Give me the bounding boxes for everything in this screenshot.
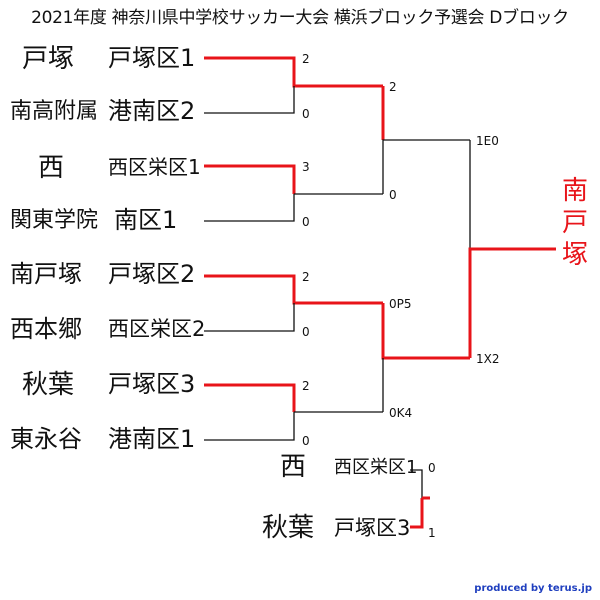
- bracket-line: [382, 139, 470, 194]
- credit-text: produced by terus.jp: [474, 583, 592, 594]
- score: 0: [302, 325, 310, 339]
- score: 0: [302, 434, 310, 448]
- team-district: 戸塚区1: [108, 44, 196, 72]
- score: 0: [428, 461, 436, 475]
- bracket-line-win: [204, 164, 296, 194]
- bracket-line: [204, 86, 295, 114]
- team-name: 秋葉: [22, 370, 75, 400]
- team-district: 南区1: [114, 206, 178, 234]
- bracket-line: [204, 194, 295, 222]
- team-district: 西区栄区1: [108, 155, 201, 179]
- score: 2: [302, 52, 310, 66]
- bracket-line-win: [381, 303, 470, 360]
- score: 2: [302, 270, 310, 284]
- team-district: 戸塚区2: [108, 260, 196, 288]
- team-name: 戸塚: [22, 44, 75, 74]
- bracket-line-win: [204, 383, 296, 412]
- score: 0: [302, 107, 310, 121]
- score: 1E0: [476, 134, 499, 148]
- third-team-district: 西区栄区1: [334, 457, 418, 478]
- score: 3: [302, 160, 310, 174]
- score: 0P5: [389, 297, 412, 311]
- score: 1X2: [476, 352, 500, 366]
- bracket-line: [204, 303, 295, 332]
- team-name: 南高附属: [10, 99, 99, 124]
- third-team-name: 秋葉: [262, 513, 315, 543]
- score: 2: [389, 80, 397, 94]
- bracket-line-win: [204, 274, 383, 305]
- team-name: 東永谷: [10, 425, 82, 453]
- third-team-name: 西: [280, 452, 307, 482]
- team-district: 戸塚区3: [108, 370, 196, 398]
- champion-name: 南 戸 塚: [561, 176, 588, 270]
- bracket-title: 2021年度 神奈川県中学校サッカー大会 横浜ブロック予選会 Dブロック: [31, 8, 569, 28]
- team-district: 西区栄区2: [108, 317, 206, 341]
- team-name: 関東学院: [10, 208, 99, 233]
- team-name: 西: [38, 153, 65, 183]
- bracket-line-win: [204, 56, 383, 88]
- team-name: 西本郷: [10, 315, 82, 343]
- bracket-line: [204, 412, 295, 441]
- score: 2: [302, 379, 310, 393]
- score: 0: [302, 215, 310, 229]
- team-name: 南戸塚: [10, 260, 82, 288]
- third-team-district: 戸塚区3: [334, 516, 411, 540]
- bracket-line: [410, 469, 423, 498]
- score: 0: [389, 188, 397, 202]
- bracket-line-win: [410, 498, 424, 529]
- team-district: 港南区1: [108, 425, 196, 453]
- bracket-line-win: [468, 247, 556, 358]
- team-district: 港南区2: [108, 97, 196, 125]
- score: 0K4: [389, 406, 413, 420]
- score: 1: [428, 526, 436, 540]
